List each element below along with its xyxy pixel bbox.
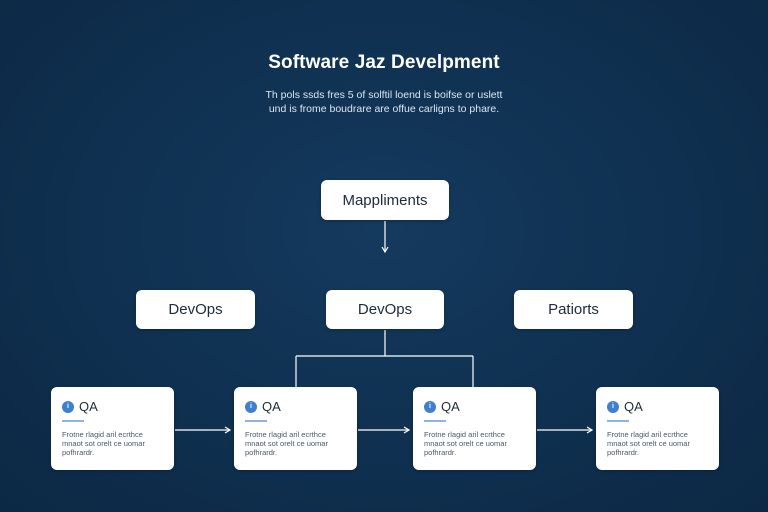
info-icon: i — [245, 400, 257, 413]
card-text-line: mnaot sot orelt ce uomar — [245, 439, 328, 448]
card-text-line: Frotne rlagid aril ecrthce — [424, 430, 505, 439]
info-icon: i — [607, 400, 619, 413]
card-text-line: Frotne rlagid aril ecrthce — [245, 430, 326, 439]
card-divider — [607, 420, 629, 422]
diagram-subtitle: Th pols ssds fres 5 of solftil loend is … — [0, 88, 768, 116]
qa-card-3[interactable]: i QA Frotne rlagid aril ecrthce mnaot so… — [413, 387, 536, 470]
node-mappliments[interactable]: Mappliments — [321, 180, 449, 220]
card-description: Frotne rlagid aril ecrthce mnaot sot ore… — [62, 430, 166, 457]
card-title: QA — [441, 399, 460, 414]
qa-card-1[interactable]: i QA Frotne rlagid aril ecrthce mnaot so… — [51, 387, 174, 470]
info-icon: i — [424, 400, 436, 413]
subtitle-line-1: Th pols ssds fres 5 of solftil loend is … — [265, 89, 503, 101]
card-title: QA — [262, 399, 281, 414]
card-header: i QA — [607, 399, 643, 414]
card-text-line: pofhrardr. — [245, 448, 278, 457]
card-header: i QA — [245, 399, 281, 414]
info-icon: i — [62, 400, 74, 413]
qa-card-2[interactable]: i QA Frotne rlagid aril ecrthce mnaot so… — [234, 387, 357, 470]
subtitle-line-2: und is frome boudrare are offue carligns… — [268, 103, 500, 115]
card-header: i QA — [62, 399, 98, 414]
qa-card-4[interactable]: i QA Frotne rlagid aril ecrthce mnaot so… — [596, 387, 719, 470]
node-devops-center[interactable]: DevOps — [326, 290, 444, 329]
card-text-line: mnaot sot orelt ce uomar — [424, 439, 507, 448]
card-title: QA — [624, 399, 643, 414]
card-text-line: pofhrardr. — [62, 448, 95, 457]
card-text-line: pofhrardr. — [424, 448, 457, 457]
card-header: i QA — [424, 399, 460, 414]
card-description: Frotne rlagid aril ecrthce mnaot sot ore… — [245, 430, 349, 457]
diagram-title: Software Jaz Develpment — [268, 52, 500, 73]
node-devops-left[interactable]: DevOps — [136, 290, 255, 329]
node-patiorts[interactable]: Patiorts — [514, 290, 633, 329]
card-text-line: mnaot sot orelt ce uomar — [62, 439, 145, 448]
card-text-line: pofhrardr. — [607, 448, 640, 457]
card-divider — [245, 420, 267, 422]
card-divider — [62, 420, 84, 422]
card-text-line: mnaot sot orelt ce uomar — [607, 439, 690, 448]
card-divider — [424, 420, 446, 422]
card-description: Frotne rlagid aril ecrthce mnaot sot ore… — [607, 430, 711, 457]
card-text-line: Frotne rlagid aril ecrthce — [62, 430, 143, 439]
card-title: QA — [79, 399, 98, 414]
card-text-line: Frotne rlagid aril ecrthce — [607, 430, 688, 439]
card-description: Frotne rlagid aril ecrthce mnaot sot ore… — [424, 430, 528, 457]
